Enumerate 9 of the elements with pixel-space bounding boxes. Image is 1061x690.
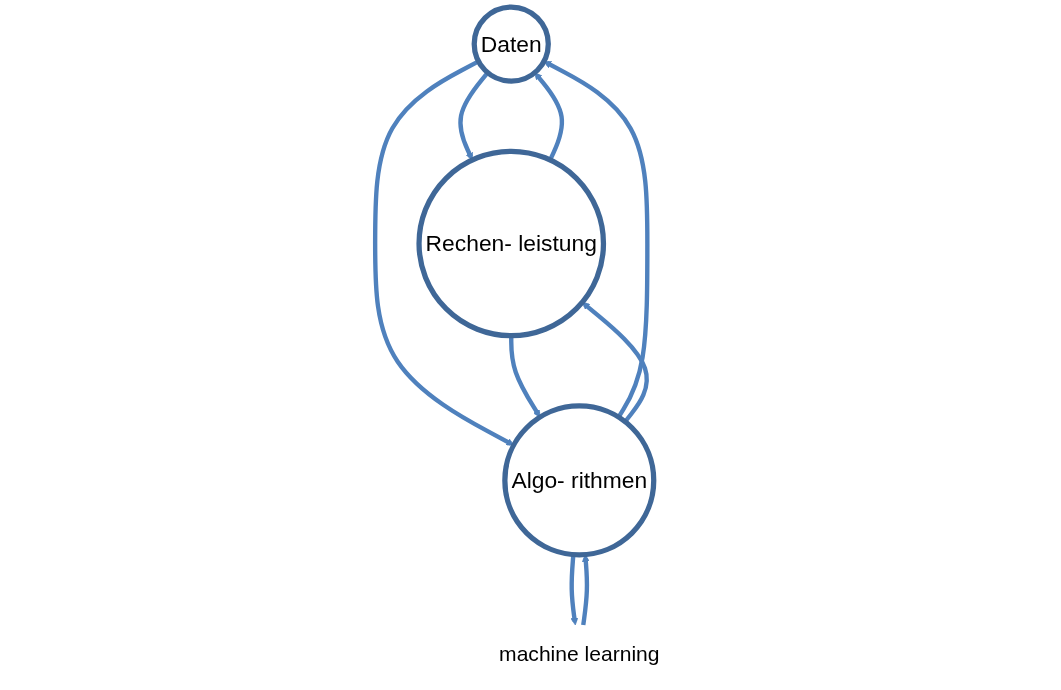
arrow (543, 61, 650, 419)
node-circle: Daten (471, 4, 551, 84)
node-circle: Rechen- leistung (416, 148, 607, 339)
arrow (372, 59, 515, 446)
node-text: machine learning (499, 641, 660, 666)
arrow (458, 71, 490, 161)
arrow (534, 72, 565, 161)
node-circle: Algo- rithmen (502, 403, 657, 558)
arrow (569, 554, 579, 626)
